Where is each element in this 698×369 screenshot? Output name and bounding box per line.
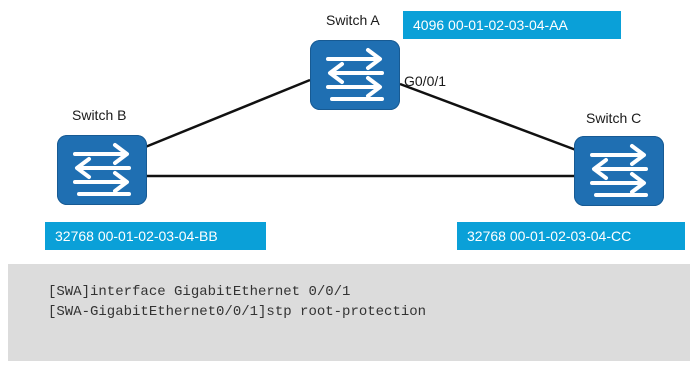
link-a-b xyxy=(132,78,311,154)
cli-line-2: [SWA-GigabitEthernet0/0/1]stp root-prote… xyxy=(48,304,427,320)
switch-c-bridge-id: 32768 00-01-02-03-04-CC xyxy=(457,222,685,250)
link-a-c xyxy=(399,82,577,152)
switch-b-label: Switch B xyxy=(72,107,127,123)
switch-b-icon[interactable] xyxy=(57,135,147,205)
switch-c-icon[interactable] xyxy=(574,136,664,206)
cli-line-1: [SWA]interface GigabitEthernet 0/0/1 xyxy=(48,284,351,300)
switch-b-bridge-id: 32768 00-01-02-03-04-BB xyxy=(45,222,266,250)
switch-a-bridge-id: 4096 00-01-02-03-04-AA xyxy=(403,11,621,39)
switch-c-label: Switch C xyxy=(586,110,642,126)
switch-a-label: Switch A xyxy=(326,12,380,28)
switch-a-icon[interactable] xyxy=(310,40,400,110)
switch-a-port-label: G0/0/1 xyxy=(404,73,447,89)
cli-config-block: [SWA]interface GigabitEthernet 0/0/1 [SW… xyxy=(8,264,690,361)
